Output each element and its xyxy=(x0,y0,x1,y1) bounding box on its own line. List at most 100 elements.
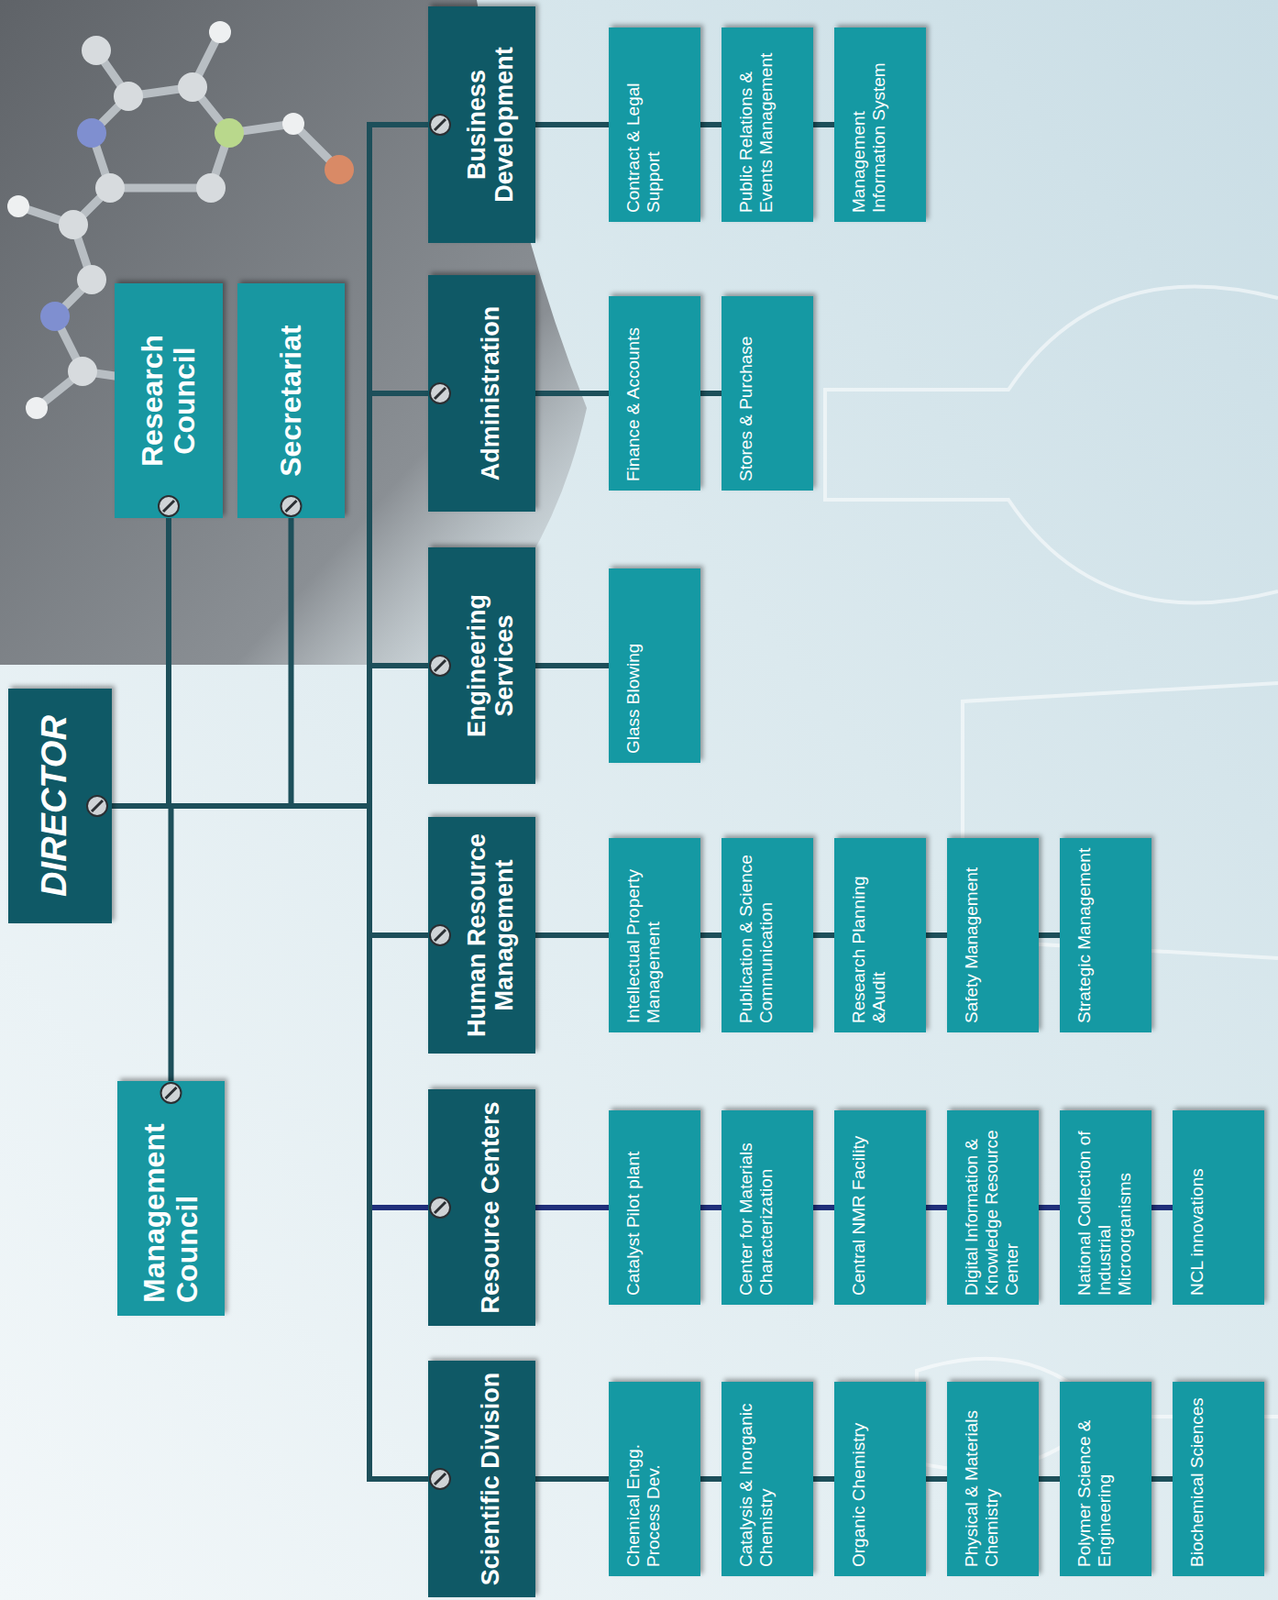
unit-box: Stores & Purchase xyxy=(721,296,814,491)
unit-box: Finance & Accounts xyxy=(608,296,701,491)
box-label: Resource Centers xyxy=(477,1101,506,1313)
unit-box: Biochemical Sciences xyxy=(1172,1381,1265,1576)
connector-line xyxy=(700,121,722,128)
connector-line xyxy=(925,1476,948,1482)
unit-box: Central NMR Facility xyxy=(834,1110,926,1305)
connector-line xyxy=(813,1476,835,1482)
connector-line xyxy=(925,1204,948,1211)
box-label: Publication & Science Communication xyxy=(736,847,777,1024)
unit-box: Safety Management xyxy=(947,837,1039,1033)
unit-box: Physical & Materials Chemistry xyxy=(947,1381,1039,1576)
council-box: Management Council xyxy=(117,1080,225,1316)
box-label: Research Planning &Audit xyxy=(848,847,890,1024)
box-label: Safety Management xyxy=(961,867,982,1024)
division-box: Administration xyxy=(428,275,536,512)
box-label: NCL innovations xyxy=(1187,1167,1208,1296)
box-label: Human Resource Management xyxy=(463,826,518,1045)
connector-line xyxy=(111,124,429,806)
box-label: Engineering Services xyxy=(463,556,518,775)
box-label: Digital Information & Knowledge Resource… xyxy=(961,1119,1023,1296)
division-box: Business Development xyxy=(428,6,536,243)
unit-box: National Collection of Industrial Microo… xyxy=(1059,1110,1152,1305)
connector-line xyxy=(1038,1204,1060,1211)
box-label: Center for Materials Characterization xyxy=(736,1119,777,1296)
council-box: Secretariat xyxy=(237,283,345,518)
box-label: Management Information System xyxy=(848,36,890,213)
connector-line xyxy=(111,517,169,806)
connector-line xyxy=(1038,932,1060,938)
division-box: Scientific Division xyxy=(428,1360,536,1598)
box-label: Research Council xyxy=(136,294,201,507)
connector-line xyxy=(1151,1204,1173,1211)
unit-box: NCL innovations xyxy=(1172,1110,1265,1305)
box-label: Contract & Legal Support xyxy=(623,36,664,213)
division-box: Engineering Services xyxy=(428,547,536,784)
connector-line xyxy=(111,805,429,1479)
connector-line xyxy=(813,1204,835,1211)
connector-line xyxy=(700,1204,722,1211)
unit-box: Glass Blowing xyxy=(608,568,701,763)
connector-line xyxy=(535,662,609,669)
box-label: Physical & Materials Chemistry xyxy=(961,1390,1003,1567)
box-label: Business Development xyxy=(463,15,518,234)
unit-box: Center for Materials Characterization xyxy=(721,1110,814,1305)
unit-box: Publication & Science Communication xyxy=(721,837,814,1033)
unit-box: Catalysis & Inorganic Chemistry xyxy=(721,1381,814,1576)
connector-line xyxy=(700,390,722,397)
connector-line xyxy=(1038,1476,1060,1482)
box-label: Glass Blowing xyxy=(623,643,644,754)
box-label: Organic Chemistry xyxy=(848,1422,870,1567)
connector-line xyxy=(111,665,429,806)
box-label: Secretariat xyxy=(275,324,308,476)
box-label: Biochemical Sciences xyxy=(1187,1397,1208,1567)
unit-box: Contract & Legal Support xyxy=(608,27,701,222)
connector-line xyxy=(535,390,609,397)
unit-box: Catalyst Pilot plant xyxy=(608,1110,701,1305)
box-label: Finance & Accounts xyxy=(623,327,644,482)
unit-box: Digital Information & Knowledge Resource… xyxy=(947,1110,1039,1305)
unit-box: Public Relations & Events Management xyxy=(721,27,814,222)
unit-box: Chemical Engg. Process Dev. xyxy=(608,1381,701,1576)
division-box: Human Resource Management xyxy=(428,816,536,1054)
unit-box: Intellectual Property Management xyxy=(608,837,701,1033)
unit-box: Research Planning &Audit xyxy=(834,837,926,1033)
box-label: Administration xyxy=(477,306,506,482)
unit-box: Management Information System xyxy=(834,27,926,222)
connector-line xyxy=(111,517,292,806)
connector-line xyxy=(535,932,609,938)
connector-line xyxy=(700,1476,722,1482)
connector-line xyxy=(925,932,948,938)
box-label: DIRECTOR xyxy=(34,715,75,897)
box-label: Polymer Science & Engineering xyxy=(1074,1390,1115,1567)
connector-line xyxy=(813,932,835,938)
unit-box: Strategic Management xyxy=(1059,837,1152,1033)
connector-line xyxy=(700,932,722,938)
connector-line xyxy=(111,805,429,936)
box-label: Scientific Division xyxy=(477,1372,506,1587)
box-label: Management Council xyxy=(138,1091,203,1303)
box-label: National Collection of Industrial Microo… xyxy=(1074,1119,1135,1296)
connector-line xyxy=(535,1476,609,1482)
council-box: Research Council xyxy=(114,283,223,518)
unit-box: Organic Chemistry xyxy=(834,1381,926,1576)
box-label: Stores & Purchase xyxy=(736,336,757,482)
connector-line xyxy=(111,805,172,1081)
director-box: DIRECTOR xyxy=(8,688,112,924)
box-label: Strategic Management xyxy=(1074,848,1095,1024)
connector-line xyxy=(535,1204,609,1211)
box-label: Catalysis & Inorganic Chemistry xyxy=(736,1390,777,1567)
unit-box: Polymer Science & Engineering xyxy=(1059,1381,1152,1576)
box-label: Catalyst Pilot plant xyxy=(623,1151,644,1296)
connector-line xyxy=(535,121,609,128)
box-label: Chemical Engg. Process Dev. xyxy=(623,1390,664,1567)
connector-line xyxy=(1151,1476,1173,1482)
division-box: Resource Centers xyxy=(428,1089,536,1326)
glassware xyxy=(825,286,1278,1471)
box-label: Intellectual Property Management xyxy=(623,847,664,1024)
